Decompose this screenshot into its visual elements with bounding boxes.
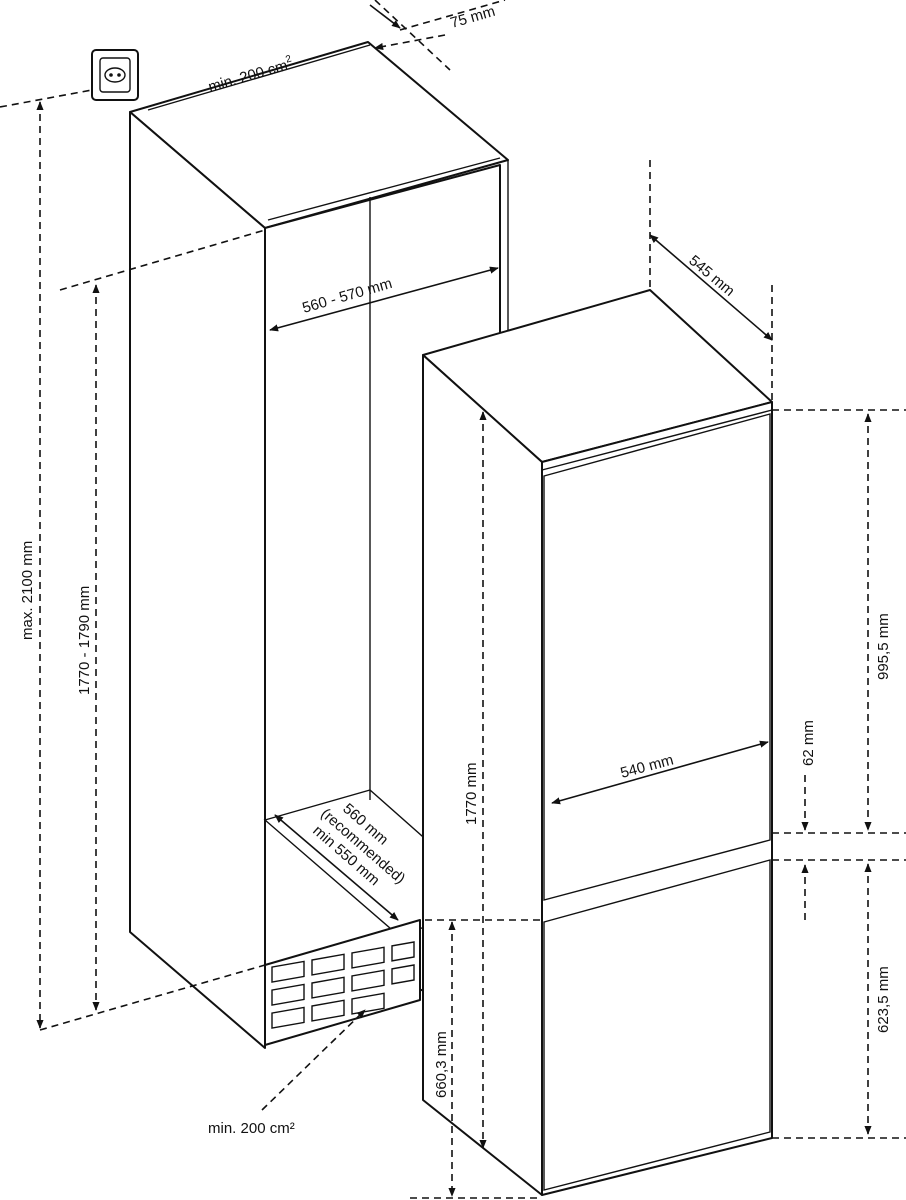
max-height-ext-top	[0, 89, 93, 108]
gap-arrow-2	[374, 34, 446, 51]
max-height-label: max. 2100 mm	[19, 541, 36, 640]
max-height-ext-bottom	[39, 964, 266, 1031]
vent-bottom-label: min. 200 cm²	[208, 1120, 295, 1137]
niche-height-label: 1770 - 1790 mm	[76, 586, 93, 695]
gap-dim-line	[399, 0, 506, 31]
appliance	[422, 289, 773, 1196]
appliance-width-dim	[551, 740, 769, 805]
bottom-height-label: 660,3 mm	[433, 1031, 450, 1098]
gap-top-label: 75 mm	[448, 3, 497, 32]
appliance-depth-label: 545 mm	[685, 252, 737, 300]
door-gap-label: 62 mm	[800, 720, 817, 766]
niche-width-dim	[269, 266, 499, 332]
power-socket-icon	[91, 49, 139, 101]
niche-depth-dim	[274, 814, 399, 921]
upper-door-label: 995,5 mm	[875, 613, 892, 680]
gap-arrow-1	[369, 4, 401, 29]
appliance-height-label: 1770 mm	[463, 762, 480, 825]
vent-top-dim	[147, 44, 371, 111]
appliance-depth-dim	[649, 234, 773, 341]
lower-door-label: 623,5 mm	[875, 966, 892, 1033]
gap-ext-line	[374, 0, 451, 71]
bottom-vent-grille	[264, 919, 421, 1046]
